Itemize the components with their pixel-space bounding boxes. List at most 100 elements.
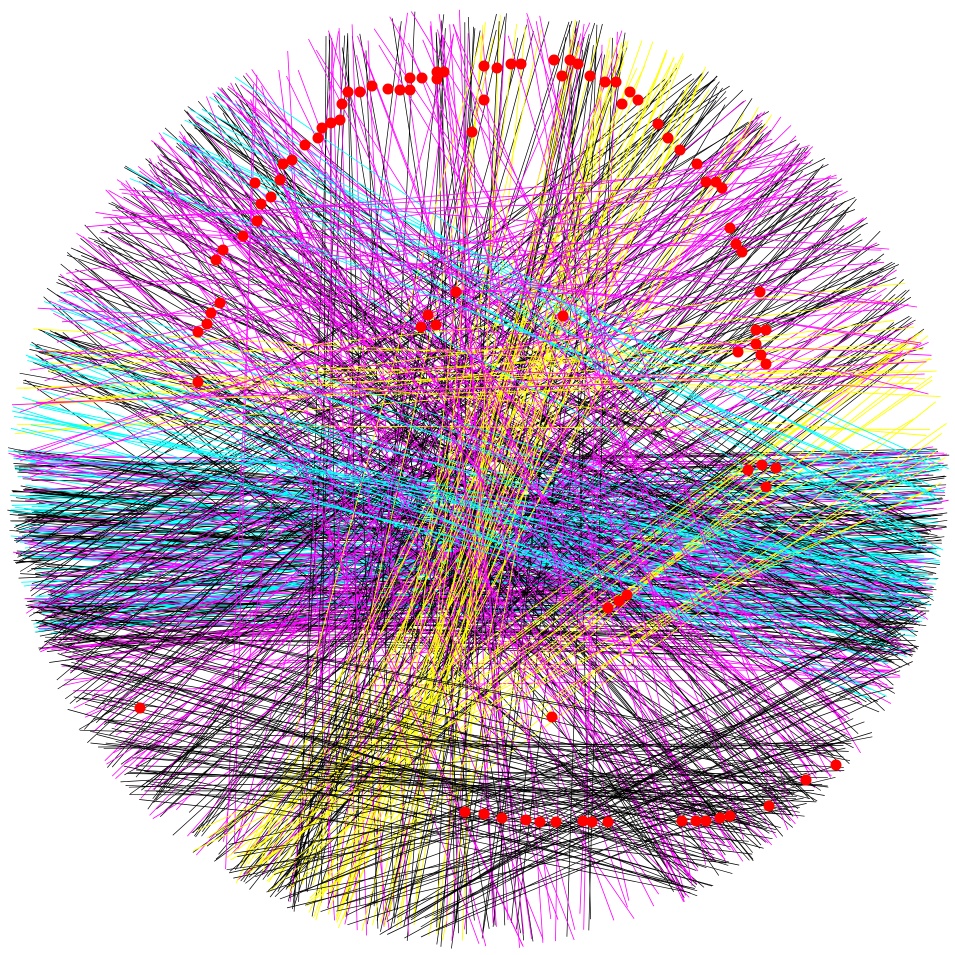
connection-line (424, 718, 854, 919)
connection-line (344, 29, 542, 897)
connection-line (404, 675, 880, 939)
connection-line (346, 646, 899, 916)
connection-line (32, 403, 919, 580)
connection-line (336, 803, 807, 912)
connection-line (289, 12, 408, 902)
red-node (621, 589, 633, 601)
connection-line (217, 87, 833, 741)
connection-line (149, 169, 698, 885)
red-node (265, 191, 277, 203)
red-node (255, 198, 267, 210)
connection-line (139, 195, 929, 395)
connection-line (40, 79, 716, 611)
connection-line (268, 114, 772, 883)
red-node (336, 98, 348, 110)
connection-line (283, 626, 903, 880)
red-node (690, 815, 702, 827)
red-node (312, 132, 324, 144)
red-node (770, 462, 782, 474)
connection-line (268, 364, 909, 893)
connection-line (87, 122, 758, 743)
connection-line (90, 742, 805, 817)
connection-line (187, 142, 796, 825)
connection-line (432, 789, 801, 921)
connection-line (286, 776, 836, 909)
red-node (760, 358, 772, 370)
connection-line (15, 539, 889, 672)
red-node (755, 349, 767, 361)
connection-line (37, 307, 932, 356)
red-node (505, 58, 517, 70)
connection-line (11, 361, 927, 406)
connection-line (43, 624, 776, 834)
red-node (724, 222, 736, 234)
connection-line (83, 692, 733, 874)
connection-line (96, 734, 690, 888)
red-node (520, 814, 532, 826)
red-node (632, 94, 644, 106)
connection-line (420, 734, 846, 938)
connection-line (73, 696, 731, 848)
red-node (431, 73, 443, 85)
connection-line (228, 741, 842, 874)
connection-line (201, 108, 942, 502)
red-node (572, 58, 584, 70)
red-node (478, 60, 490, 72)
red-node (192, 376, 204, 388)
red-node (415, 321, 427, 333)
red-node (674, 144, 686, 156)
red-node (192, 326, 204, 338)
connection-line (34, 415, 921, 601)
connection-line (101, 262, 896, 705)
connection-line (144, 771, 797, 800)
connection-line (180, 142, 931, 466)
connection-line (297, 69, 615, 921)
red-node (730, 238, 742, 250)
connection-line (442, 50, 611, 941)
connection-line (234, 76, 919, 548)
connection-line (12, 410, 925, 620)
connection-line (44, 145, 810, 382)
red-node (251, 215, 263, 227)
red-node (354, 86, 366, 98)
connection-line (63, 199, 819, 293)
connection-line (405, 646, 901, 919)
connection-line (79, 245, 816, 788)
connection-line (397, 28, 446, 911)
connection-line (41, 184, 842, 361)
connection-line (258, 230, 881, 867)
red-node (430, 319, 442, 331)
connection-line (223, 99, 744, 862)
red-node (201, 318, 213, 330)
red-node (750, 324, 762, 336)
connection-line (435, 775, 803, 932)
red-node (732, 346, 744, 358)
connection-line (119, 189, 890, 250)
connection-line (35, 619, 750, 825)
connection-line (42, 614, 903, 654)
connection-line (43, 301, 931, 606)
red-node (466, 126, 478, 138)
connection-line (440, 32, 832, 778)
connection-line (38, 350, 914, 389)
red-node (602, 816, 614, 828)
connection-line (266, 670, 901, 893)
red-node (662, 132, 674, 144)
connection-line (309, 338, 909, 899)
connection-line (74, 228, 849, 293)
connection-line (158, 132, 699, 872)
connection-line (410, 600, 905, 921)
connection-line (278, 450, 937, 873)
connection-line (328, 76, 704, 894)
red-node (652, 118, 664, 130)
red-node (602, 602, 614, 614)
connection-line (579, 31, 618, 914)
connection-line (308, 670, 878, 889)
red-node (736, 246, 748, 258)
red-node (676, 815, 688, 827)
connection-line (72, 349, 914, 655)
connection-line (287, 13, 497, 902)
connection-line (539, 15, 706, 865)
connection-line (53, 630, 795, 795)
